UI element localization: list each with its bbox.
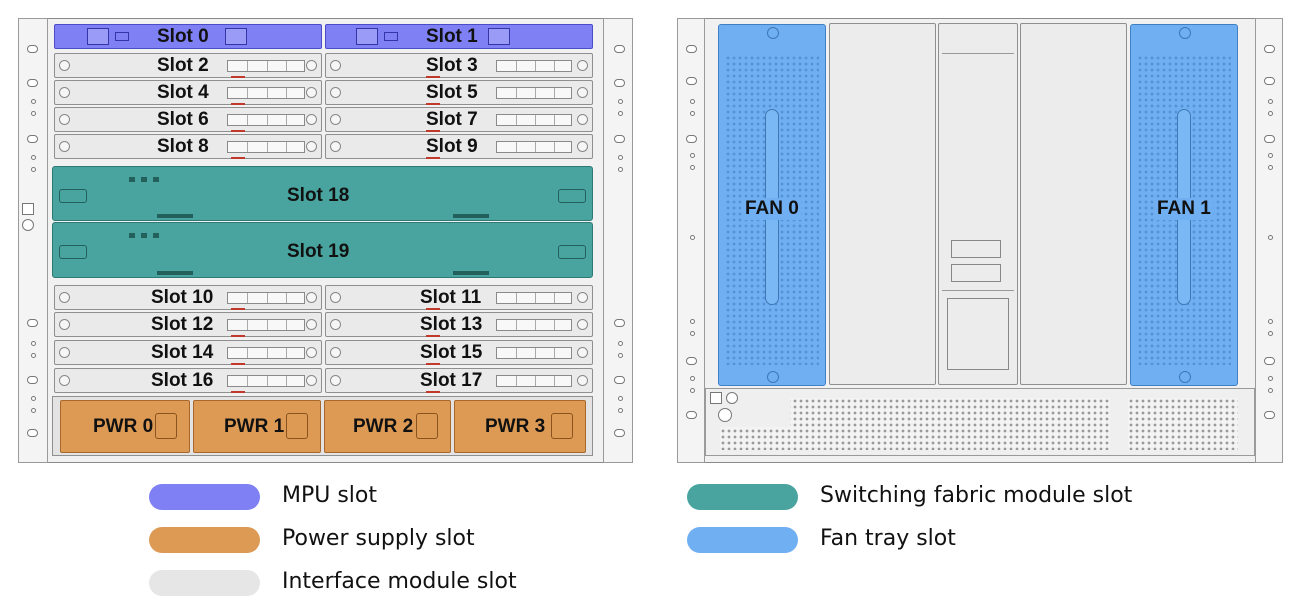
interface-slot-label: Slot 15 <box>420 342 483 363</box>
legend-label-fan: Fan tray slot <box>820 526 956 551</box>
interface-slot-label: Slot 2 <box>157 55 209 76</box>
rear-blank-panel <box>829 23 936 385</box>
interface-slot-label: Slot 12 <box>151 314 214 335</box>
legend-swatch-interface <box>149 570 260 596</box>
legend-swatch-fabric <box>687 484 798 510</box>
front-right-ear <box>603 18 633 463</box>
fabric-slot-19[interactable]: Slot 19 <box>52 222 593 278</box>
interface-slot-label: Slot 11 <box>420 287 482 308</box>
power-slot-1-label: PWR 1 <box>224 416 285 437</box>
fabric-slot-19-label: Slot 19 <box>287 241 350 262</box>
fan-slot-1[interactable]: FAN 1 <box>1130 24 1238 386</box>
power-slot-2[interactable]: PWR 2 <box>324 400 451 453</box>
ground-icon <box>22 203 34 215</box>
legend-swatch-fan <box>687 527 798 553</box>
interface-slot[interactable]: Slot 14 <box>54 340 322 365</box>
legend-label-interface: Interface module slot <box>282 569 517 594</box>
interface-slot[interactable]: Slot 10 <box>54 285 322 310</box>
mpu-slot-1[interactable]: Slot 1 <box>325 24 593 49</box>
interface-slot-label: Slot 5 <box>426 82 478 103</box>
legend-swatch-mpu <box>149 484 260 510</box>
interface-slot[interactable]: Slot 12 <box>54 312 322 337</box>
interface-slot[interactable]: Slot 8 <box>54 134 322 159</box>
ground-terminal-icon <box>718 408 732 422</box>
fabric-slot-18-label: Slot 18 <box>287 185 350 206</box>
esd-jack-icon <box>726 392 738 404</box>
power-slot-3-label: PWR 3 <box>485 416 546 437</box>
interface-slot[interactable]: Slot 13 <box>325 312 593 337</box>
interface-slot[interactable]: Slot 4 <box>54 80 322 105</box>
mpu-slot-0[interactable]: Slot 0 <box>54 24 322 49</box>
esd-jack-icon <box>22 219 34 231</box>
power-slot-0[interactable]: PWR 0 <box>60 400 190 453</box>
rear-center-panel <box>938 23 1018 385</box>
interface-slot[interactable]: Slot 7 <box>325 107 593 132</box>
power-slot-1[interactable]: PWR 1 <box>193 400 321 453</box>
interface-slot[interactable]: Slot 3 <box>325 53 593 78</box>
mpu-slot-0-label: Slot 0 <box>157 26 209 47</box>
interface-slot[interactable]: Slot 6 <box>54 107 322 132</box>
interface-slot-label: Slot 8 <box>157 136 209 157</box>
interface-slot-label: Slot 9 <box>426 136 478 157</box>
fan-slot-0-label: FAN 0 <box>743 198 801 220</box>
interface-slot-label: Slot 17 <box>420 370 483 391</box>
power-slot-2-label: PWR 2 <box>353 416 414 437</box>
interface-slot[interactable]: Slot 16 <box>54 368 322 393</box>
front-left-ear <box>18 18 48 463</box>
rear-blank-panel <box>1020 23 1127 385</box>
interface-slot[interactable]: Slot 11 <box>325 285 593 310</box>
interface-slot-label: Slot 14 <box>151 342 214 363</box>
fan-slot-1-label: FAN 1 <box>1155 198 1213 220</box>
interface-slot-label: Slot 13 <box>420 314 483 335</box>
legend-swatch-power <box>149 527 260 553</box>
power-slot-0-label: PWR 0 <box>93 416 154 437</box>
interface-slot[interactable]: Slot 5 <box>325 80 593 105</box>
interface-slot[interactable]: Slot 9 <box>325 134 593 159</box>
fan-slot-0[interactable]: FAN 0 <box>718 24 826 386</box>
rear-right-ear <box>1255 18 1283 463</box>
rear-left-ear <box>677 18 705 463</box>
ground-icon <box>710 392 722 404</box>
interface-slot-label: Slot 4 <box>157 82 209 103</box>
fabric-slot-18[interactable]: Slot 18 <box>52 166 593 221</box>
interface-slot[interactable]: Slot 17 <box>325 368 593 393</box>
interface-slot-label: Slot 10 <box>151 287 214 308</box>
rear-vent-grille <box>1128 398 1238 450</box>
power-slot-3[interactable]: PWR 3 <box>454 400 586 453</box>
interface-slot-label: Slot 16 <box>151 370 214 391</box>
legend-label-mpu: MPU slot <box>282 483 378 508</box>
legend-label-fabric: Switching fabric module slot <box>820 483 1133 508</box>
interface-slot-label: Slot 6 <box>157 109 209 130</box>
interface-slot[interactable]: Slot 2 <box>54 53 322 78</box>
mpu-slot-1-label: Slot 1 <box>426 26 478 47</box>
interface-slot[interactable]: Slot 15 <box>325 340 593 365</box>
interface-slot-label: Slot 7 <box>426 109 478 130</box>
legend-label-power: Power supply slot <box>282 526 475 551</box>
interface-slot-label: Slot 3 <box>426 55 478 76</box>
